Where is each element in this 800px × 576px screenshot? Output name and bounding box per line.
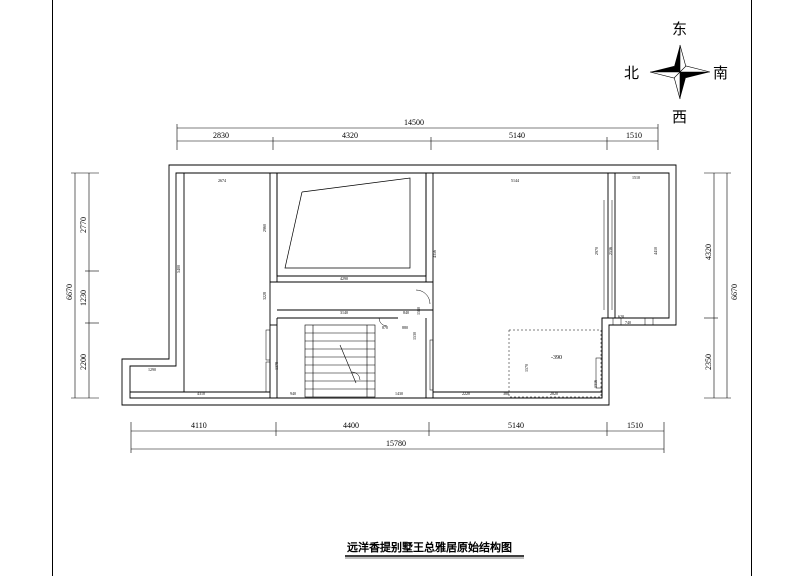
label-r4-ctr: 1570 [524,364,529,372]
drawing-title: 远洋香提别墅王总雅居原始结构图 [347,540,512,554]
label-stair-g: 1580 [416,307,421,315]
dim-right-2: 2350 [704,354,713,370]
label-misc3: 1530 [412,332,417,340]
label-stair-f: 1430 [395,391,403,396]
dim-top-3: 5140 [509,131,525,140]
label-r2-side: 2960 [262,224,267,232]
label-r4-bot-b: 2820 [550,391,558,396]
label-r4-top: 5144 [511,178,519,183]
compass-rose: 东 西 南 北 [624,20,728,126]
label-stair-e: 940 [290,391,296,396]
label-r1-ext: 1290 [148,367,156,372]
window-marks [265,200,654,393]
label-r3-side: 3228 [262,292,267,300]
label-r2-top: 4290 [340,276,348,281]
dim-top-4: 1510 [626,131,642,140]
dim-bottom-3: 5140 [508,421,524,430]
staircase [304,324,376,398]
compass-west: 西 [672,108,687,126]
label-stair-a: 840 [403,310,409,315]
label-misc1: 740 [625,320,631,325]
dim-bottom-1: 4110 [191,421,207,430]
dim-bottom-total: 15780 [386,439,406,448]
void-opening [284,177,411,269]
label-r4-mid: 2970 [594,247,599,255]
compass-north: 北 [624,64,639,82]
dim-top-total: 14500 [404,118,424,127]
label-stair-d: 1378 [274,362,279,370]
label-stair-c: 870 [382,325,388,330]
dim-bottom-2: 4400 [343,421,359,430]
label-stair-top: 3140 [340,310,348,315]
label-r1-top: 2674 [218,178,226,183]
dim-right-1: 4320 [704,244,713,260]
label-r1-bottom: 4310 [197,391,205,396]
drawing-frame [52,0,752,576]
dim-left-2: 1230 [79,290,88,306]
label-stair-b: 880 [402,325,408,330]
room-dimension-labels: 2674 5400 4310 1290 2960 4290 3228 3140 … [148,175,658,396]
door-swings [351,289,431,381]
label-r4-side: 4356 [432,250,437,258]
level-mark: -390 [551,355,562,361]
label-r4-bot-c: 380 [503,391,509,396]
label-r5-top: 1510 [632,175,640,180]
dimension-left [71,172,99,399]
dim-left-total: 6670 [65,284,74,300]
dimension-bottom [130,422,665,453]
dimension-top [176,124,659,150]
label-r5-low: 620 [618,314,624,319]
dim-left-3: 2200 [79,354,88,370]
label-r4-mid2: 2536 [608,247,613,255]
label-r5-side: 4410 [653,247,658,255]
compass-south: 南 [713,64,728,82]
dashed-zone [508,329,602,398]
label-misc2: 1316 [593,380,598,388]
building-outline [121,164,677,406]
label-r4-bot-a: 2220 [462,391,470,396]
dim-left-1: 2770 [79,217,88,233]
dimension-right [704,172,731,399]
label-r1-side: 5400 [176,265,181,273]
dim-right-total: 6670 [730,284,739,300]
compass-east: 东 [672,20,687,38]
dim-top-2: 4320 [342,131,358,140]
dim-top-1: 2830 [213,131,229,140]
dim-bottom-4: 1510 [627,421,643,430]
